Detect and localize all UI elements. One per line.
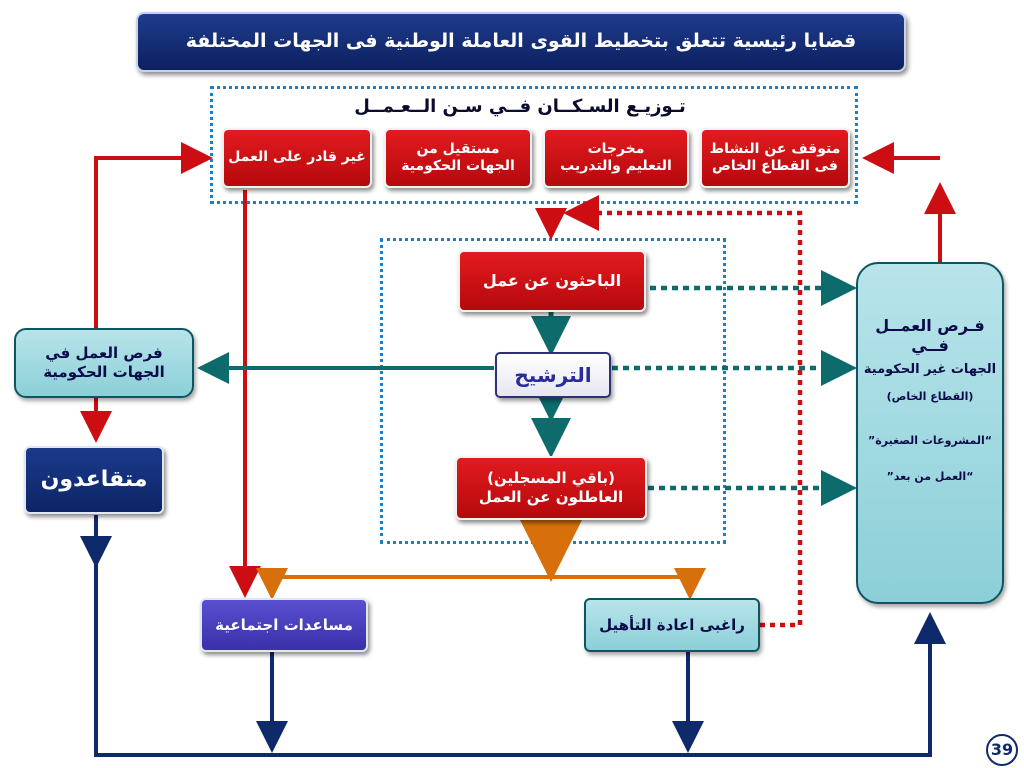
private-jobs-box: فـرص العمــل فــي الجهات غير الحكومية (ا… [856,262,1004,604]
unable-to-work-box: غير قادر على العمل [222,128,372,188]
social-aid-box: مساعدات اجتماعية [200,598,368,652]
gov-jobs-box: فرص العمل في الجهات الحكومية [14,328,194,398]
page-number: 39 [986,734,1018,766]
rehab-box: راغبى اعادة التأهيل [584,598,760,652]
title-banner: قضايا رئيسية تتعلق بتخطيط القوى العاملة … [136,12,906,72]
retirees-box: متقاعدون [24,446,164,514]
nomination-box: الترشيح [495,352,611,398]
arrow-gov-to-unable [94,142,213,330]
navy-bottom-line [94,515,946,757]
arrow-rehab-to-top [563,195,803,628]
remaining-registered-box: (باقي المسجلين) العاطلون عن العمل [455,456,647,520]
population-header: تـوزيـع السـكــان فــي سـن الــعـمــل [340,92,700,122]
job-seekers-box: الباحثون عن عمل [458,250,646,312]
resigned-gov-box: مستقيل من الجهات الحكومية [384,128,532,188]
page-title: قضايا رئيسية تتعلق بتخطيط القوى العاملة … [185,30,857,53]
education-output-box: مخرجات التعليم والتدريب [543,128,689,188]
stopped-private-box: متوقف عن النشاط فى القطاع الخاص [700,128,850,188]
